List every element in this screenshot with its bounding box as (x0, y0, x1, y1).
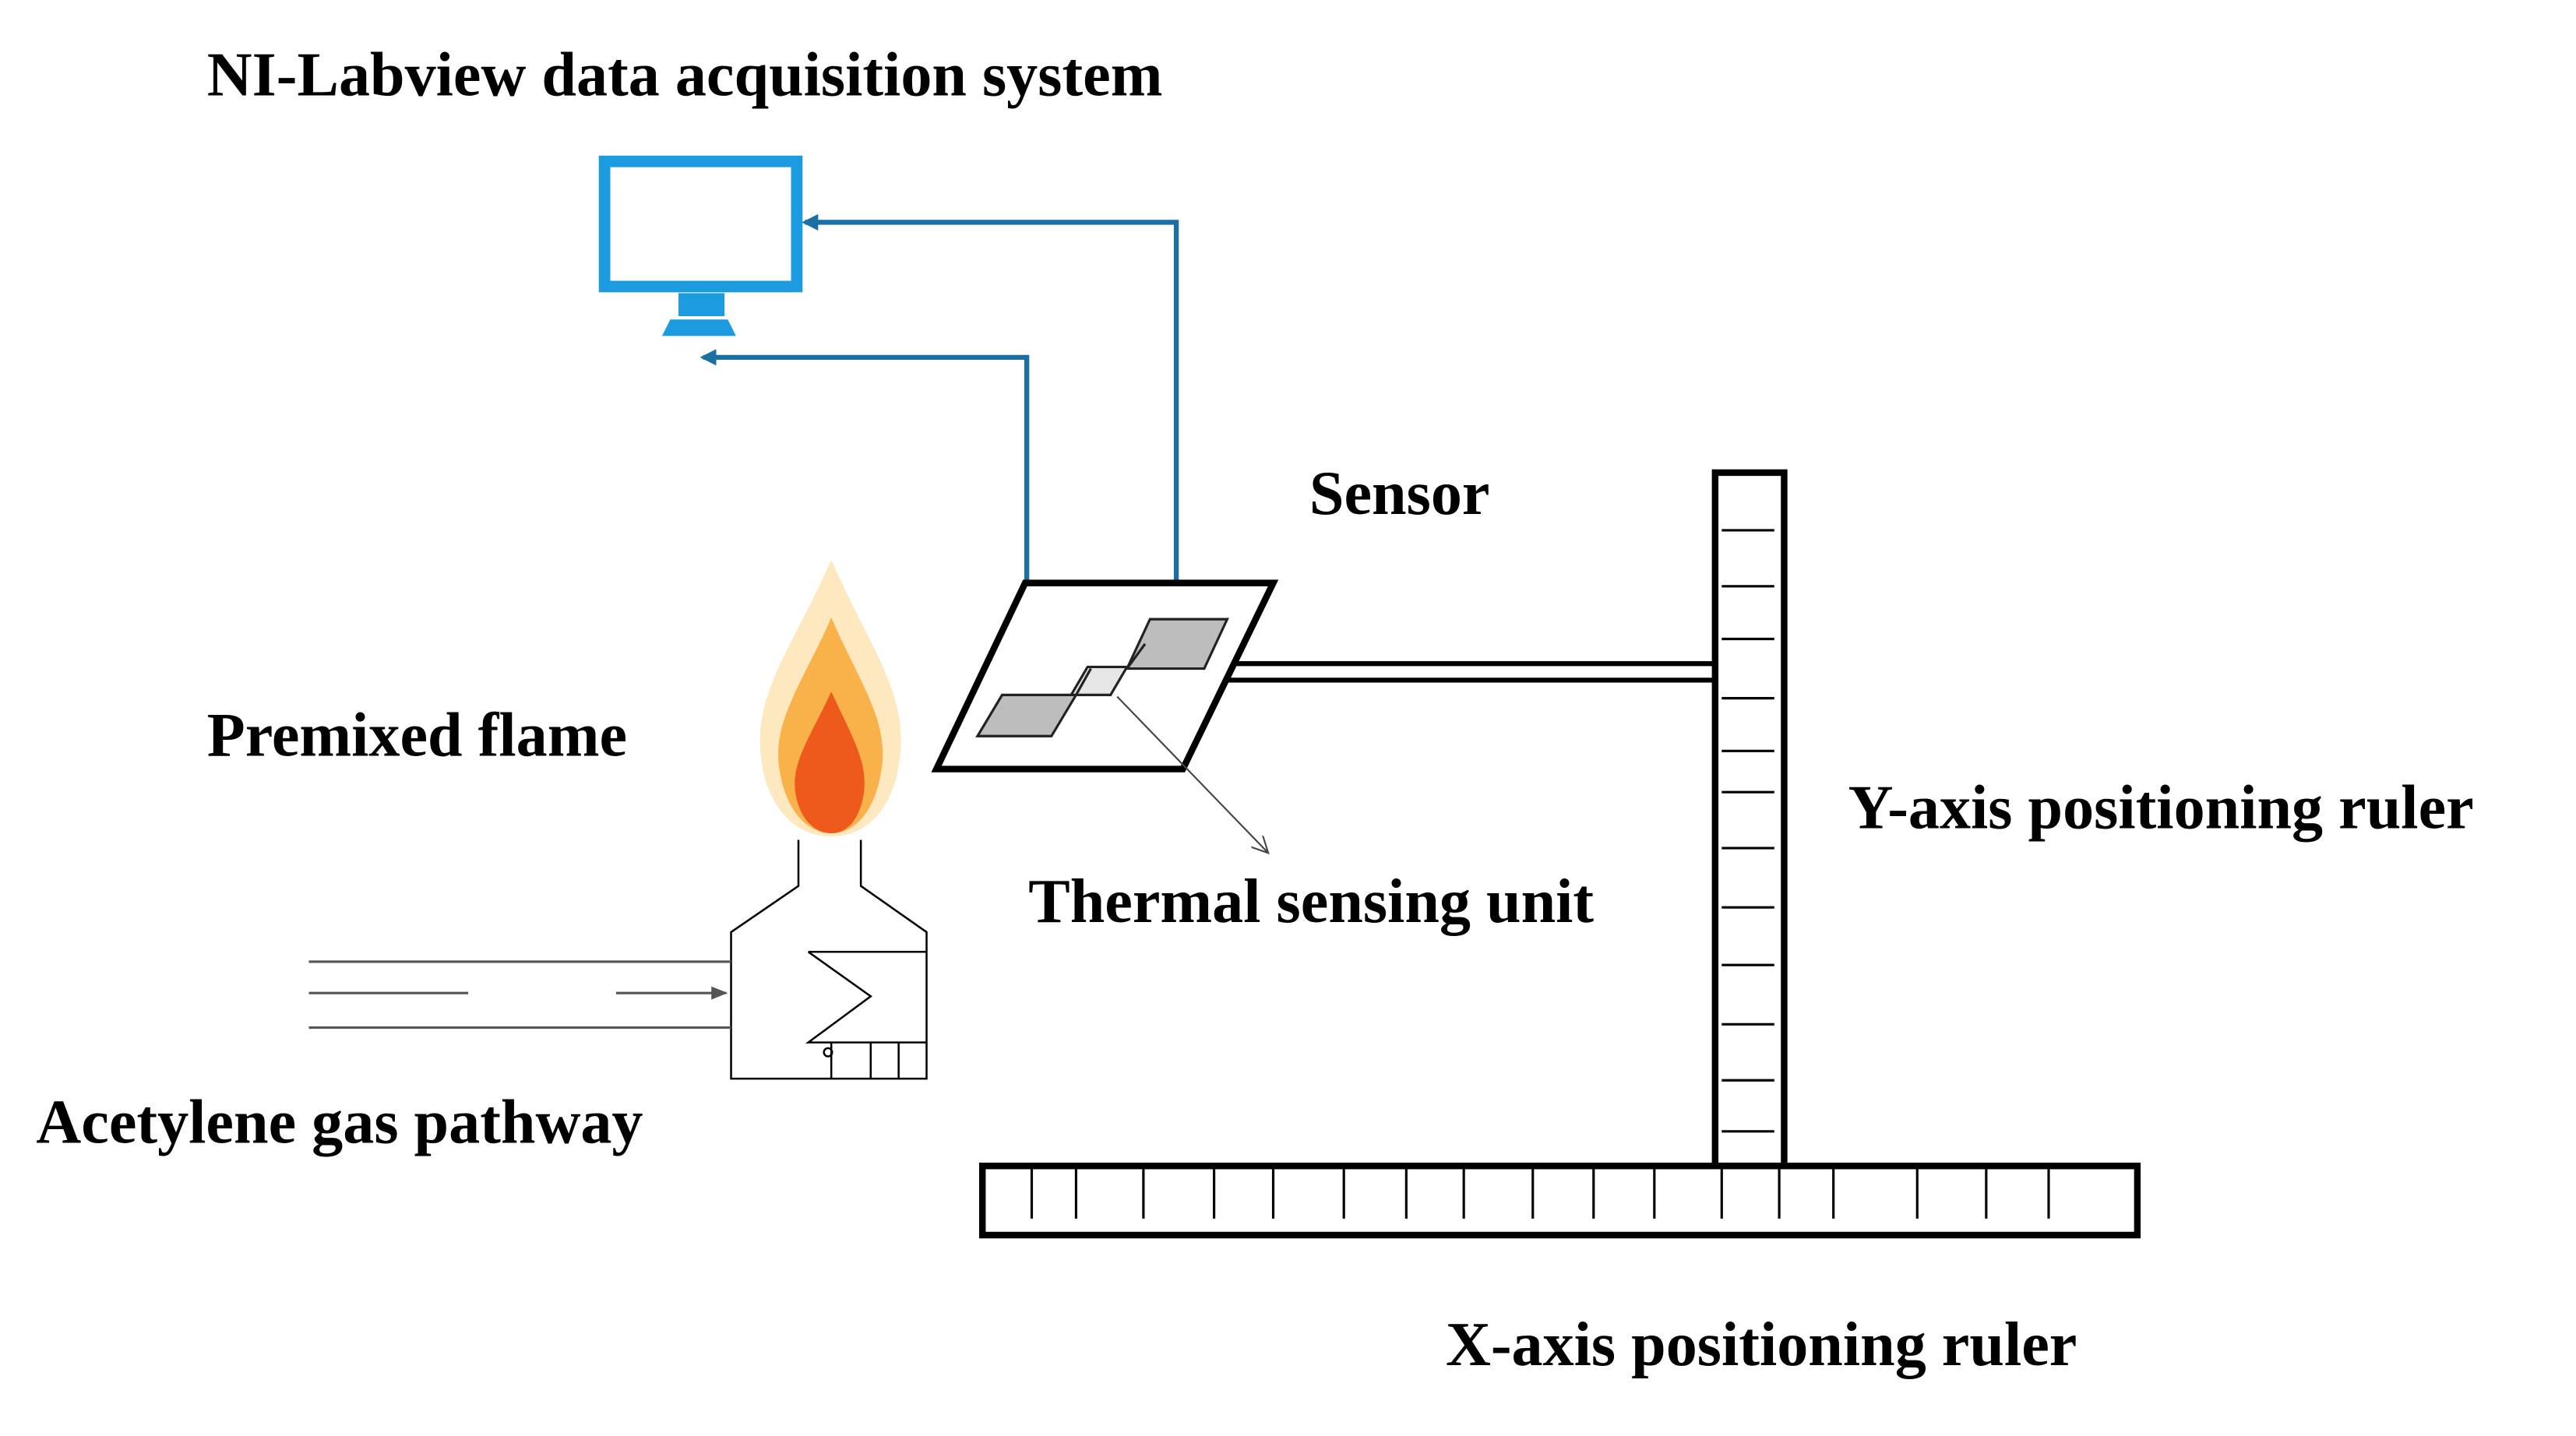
signal-wire-upper (802, 213, 1179, 639)
y-ruler-ticks (1721, 529, 1774, 1133)
monitor-icon (598, 155, 803, 336)
thermal-unit-pointer (1116, 695, 1268, 854)
holding-arm (1224, 661, 1715, 683)
sensor-plate (931, 579, 1279, 773)
sensor-label: Sensor (1309, 459, 1490, 528)
flame-icon (759, 559, 901, 837)
y-axis-ruler (1711, 469, 1788, 1170)
sensor-pad-left (975, 693, 1079, 737)
gas-label: Acetylene gas pathway (36, 1087, 643, 1156)
flame-label: Premixed flame (207, 701, 627, 770)
y-ruler-label: Y-axis positioning ruler (1848, 773, 2474, 843)
x-ruler-label: X-axis positioning ruler (1446, 1310, 2077, 1379)
gas-pipe (308, 960, 731, 1029)
system-label: NI-Labview data acquisition system (207, 40, 1163, 110)
burner-icon (730, 839, 928, 1080)
x-ruler-ticks (1030, 1169, 2050, 1219)
sensor-pad-right (1125, 618, 1229, 670)
thermal-sensing-element (1069, 665, 1129, 696)
thermal-unit-label: Thermal sensing unit (1028, 867, 1594, 936)
x-axis-ruler (978, 1162, 2141, 1239)
